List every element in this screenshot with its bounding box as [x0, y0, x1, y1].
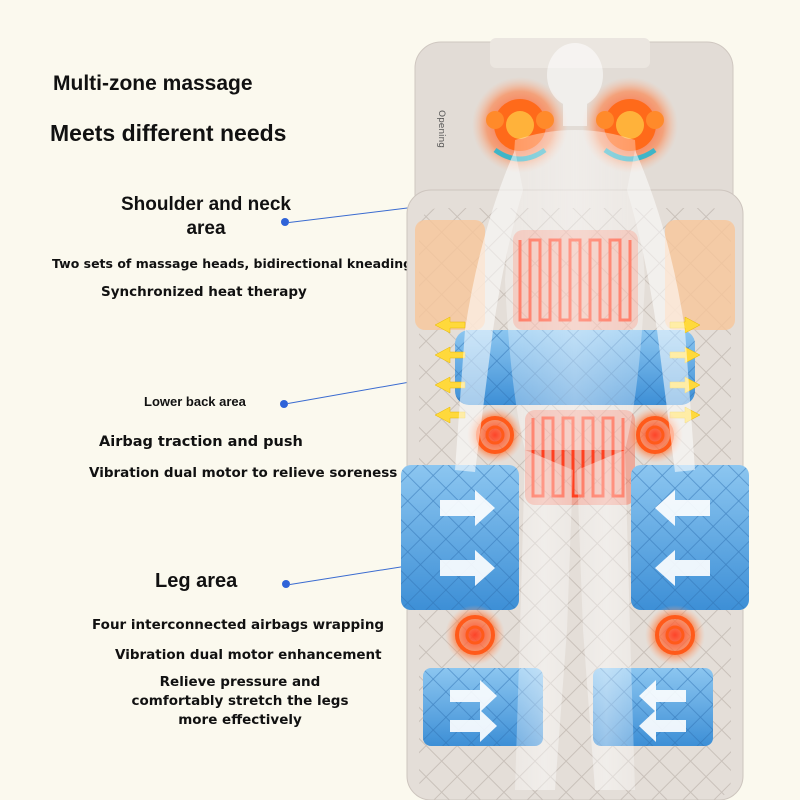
pillow-opening-label: Opening	[436, 110, 446, 148]
headline-line-2: Meets different needs	[50, 120, 287, 146]
shoulder-connector-dot	[281, 218, 289, 226]
right-thigh-airbag	[631, 465, 749, 610]
lower-back-desc-1: Airbag traction and push	[99, 434, 303, 450]
leg-desc-2: Vibration dual motor enhancement	[115, 647, 382, 663]
leg-desc-1: Four interconnected airbags wrapping	[92, 617, 385, 633]
left-foot-airbag	[423, 668, 543, 746]
shoulder-desc-1: Two sets of massage heads, bidirectional…	[52, 256, 413, 271]
leg-zone-title: Leg area	[155, 570, 238, 592]
right-calf-vibration-motor	[645, 605, 705, 665]
shoulder-zone-title: Shoulder and neck area	[121, 194, 291, 239]
left-calf-vibration-motor	[445, 605, 505, 665]
lower-back-connector-dot	[280, 400, 288, 408]
shoulder-desc-2: Synchronized heat therapy	[101, 284, 307, 300]
leg-desc-3: Relieve pressure and comfortably stretch…	[131, 674, 349, 728]
lower-back-desc-2: Vibration dual motor to relieve soreness	[89, 465, 398, 481]
massage-mat-illustration: Opening	[401, 38, 749, 800]
body-silhouette	[455, 43, 695, 790]
lower-back-zone-title: Lower back area	[144, 394, 246, 409]
leg-connector-dot	[282, 580, 290, 588]
push-arrow-icon	[434, 316, 466, 334]
left-thigh-airbag	[401, 465, 519, 610]
headline-line-1: Multi-zone massage	[53, 72, 253, 95]
